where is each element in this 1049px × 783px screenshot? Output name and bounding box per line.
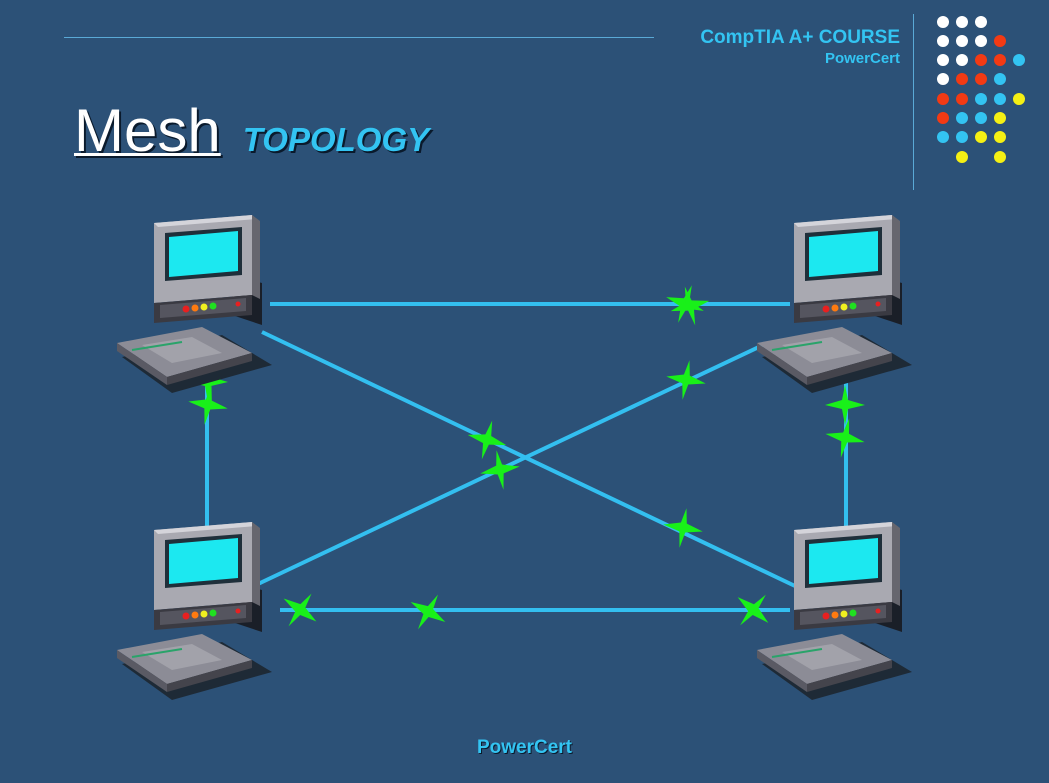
course-title: CompTIA A+ COURSE — [700, 27, 900, 48]
course-header: CompTIA A+ COURSE PowerCert — [700, 27, 900, 68]
footer-brand: PowerCert — [476, 737, 573, 758]
computer-bottom-left — [116, 521, 273, 701]
slide-title: Mesh TOPOLOGY — [74, 96, 429, 165]
title-sub: TOPOLOGY — [242, 121, 430, 158]
decorative-dot-grid — [937, 16, 1025, 163]
course-brand: PowerCert — [824, 50, 900, 67]
link-top-right-bottom-left — [257, 343, 764, 586]
header-divider — [64, 37, 654, 38]
link-top-left-bottom-right — [261, 330, 796, 588]
title-main: Mesh — [74, 97, 221, 164]
computer-top-left — [116, 214, 273, 394]
header-vertical-divider — [913, 14, 914, 190]
